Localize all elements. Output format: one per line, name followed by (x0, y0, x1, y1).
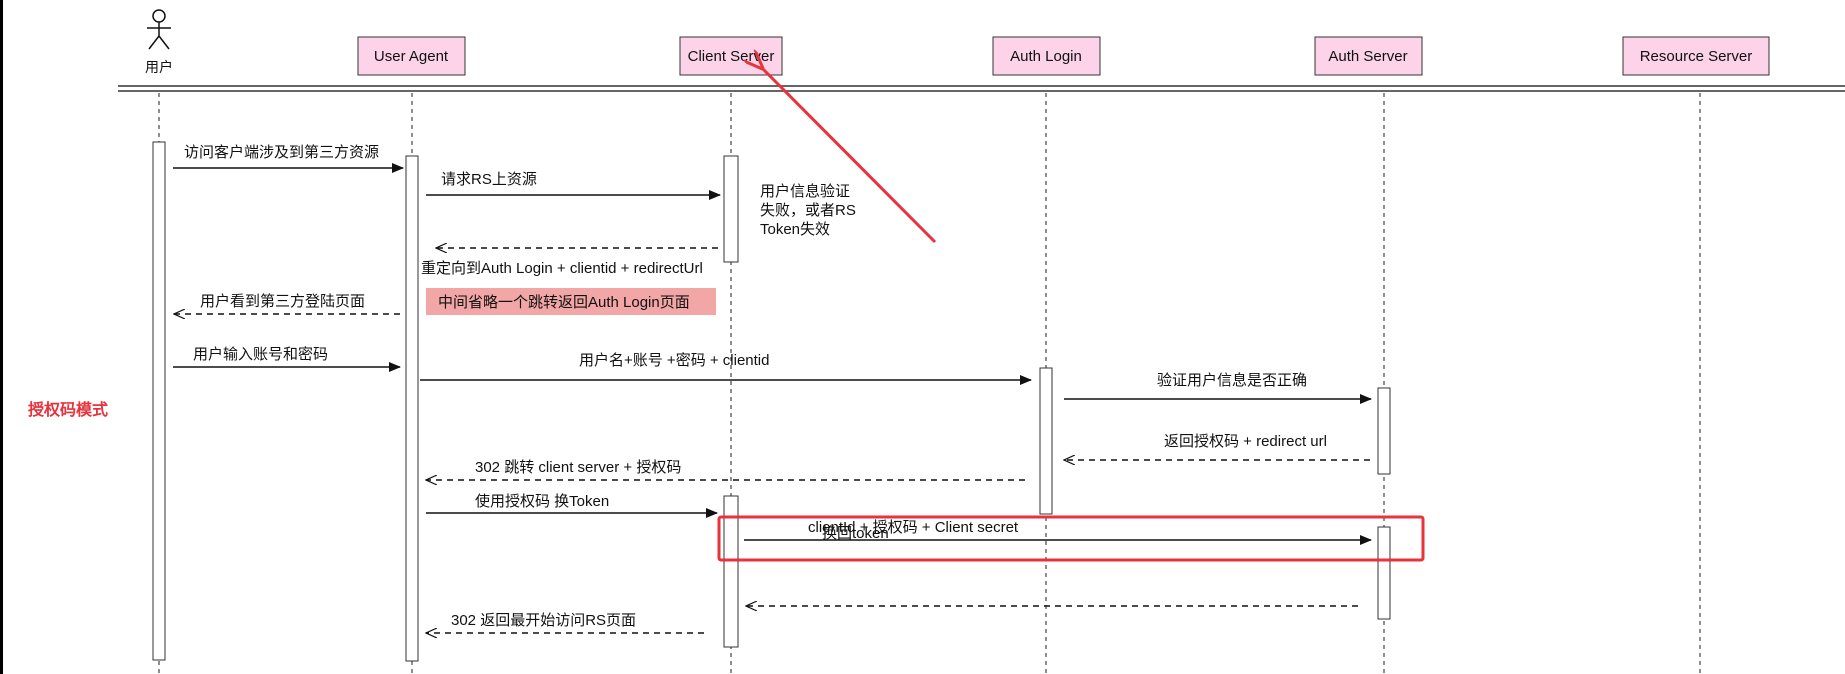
participant-client-server: Client Server (679, 36, 783, 76)
message-label-m6: 用户名+账号 +密码 + clientid (579, 352, 769, 369)
left-border (0, 0, 3, 674)
participant-client-server-label: Client Server (688, 48, 775, 65)
message-label-m7: 验证用户信息是否正确 (1157, 372, 1307, 389)
note-failure-line-3: Token失效 (760, 221, 830, 238)
participant-user-label: 用户 (145, 59, 173, 75)
message-label-m10: 使用授权码 换Token (475, 493, 609, 510)
message-label-m8: 返回授权码 + redirect url (1164, 433, 1327, 450)
message-label-m13: 302 返回最开始访问RS页面 (451, 612, 636, 629)
participant-auth-login: Auth Login (992, 36, 1101, 76)
note-failure-line-1: 用户信息验证 (760, 183, 850, 200)
activation-auth-login (1039, 367, 1053, 515)
side-label: 授权码模式 (28, 402, 109, 419)
activation-client-server-1 (723, 155, 739, 263)
participant-user-agent: User Agent (357, 36, 466, 76)
participant-resource-server-label: Resource Server (1640, 48, 1753, 65)
activation-auth-server-1 (1377, 387, 1391, 475)
note-omitted-box (426, 288, 716, 315)
message-label-m12: 换回token (822, 525, 889, 542)
pointer-arrow (762, 68, 937, 244)
participant-auth-server-label: Auth Server (1328, 48, 1407, 65)
message-label-m4: 用户看到第三方登陆页面 (200, 292, 365, 310)
note-failure-line-2: 失败，或者RS (760, 202, 856, 219)
message-label-m11: clientId + 授权码 + Client secret (808, 519, 1019, 536)
participant-user-agent-label: User Agent (374, 48, 449, 65)
user-actor-icon (147, 9, 171, 50)
message-label-m5: 用户输入账号和密码 (193, 346, 328, 363)
participant-auth-server: Auth Server (1314, 36, 1423, 76)
note-omitted-text: 中间省略一个跳转返回Auth Login页面 (438, 294, 690, 311)
message-label-m9: 302 跳转 client server + 授权码 (475, 459, 681, 476)
message-label-m2: 请求RS上资源 (441, 171, 537, 188)
message-label-m3: 重定向到Auth Login + clientid + redirectUrl (421, 260, 703, 277)
message-label-m1: 访问客户端涉及到第三方资源 (184, 143, 379, 161)
participant-auth-login-label: Auth Login (1010, 48, 1082, 65)
activation-auth-server-2 (1377, 526, 1391, 620)
highlight-box (717, 515, 1425, 562)
activation-user (152, 141, 166, 661)
participant-resource-server: Resource Server (1622, 36, 1770, 76)
activation-user-agent (405, 155, 419, 662)
activation-client-server-2 (723, 495, 739, 648)
